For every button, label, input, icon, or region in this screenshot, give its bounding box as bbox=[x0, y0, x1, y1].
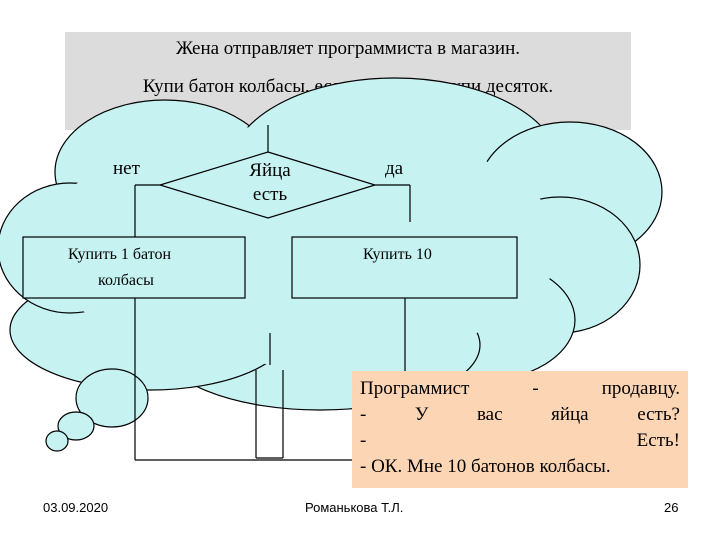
process-left-text: Купить 1 батон колбасы bbox=[68, 242, 171, 294]
process-left-line-2: колбасы bbox=[98, 272, 154, 289]
dialogue-note: Программист - продавцу. - У вас яйца ест… bbox=[352, 371, 688, 488]
decision-text: Яйца есть bbox=[220, 159, 320, 207]
thought-bubbles bbox=[45, 368, 149, 452]
footer-date: 03.09.2020 bbox=[43, 500, 109, 515]
process-right-text: Купить 10 bbox=[363, 246, 432, 263]
footer-page-number: 26 bbox=[664, 500, 679, 515]
process-left-line-1: Купить 1 батон bbox=[68, 246, 172, 263]
branch-no-label: нет bbox=[113, 158, 140, 179]
process-box-left bbox=[22, 236, 246, 299]
branch-yes-label: да bbox=[385, 158, 404, 179]
process-box-right bbox=[291, 236, 518, 299]
note-line-3: - Есть! bbox=[360, 430, 680, 451]
decision-diamond bbox=[157, 151, 378, 219]
decision-line-1: Яйца bbox=[249, 160, 291, 181]
note-line-1: Программист - продавцу. bbox=[360, 378, 680, 399]
decision-line-2: есть bbox=[252, 184, 288, 205]
flow-lines bbox=[134, 125, 411, 461]
note-line-4: - ОК. Мне 10 батонов колбасы. bbox=[360, 456, 611, 477]
title-line-1: Жена отправляет программиста в магазин. bbox=[175, 38, 521, 59]
note-line-2: - У вас яйца есть? bbox=[360, 404, 680, 425]
footer-author: Романькова Т.Л. bbox=[305, 500, 404, 515]
